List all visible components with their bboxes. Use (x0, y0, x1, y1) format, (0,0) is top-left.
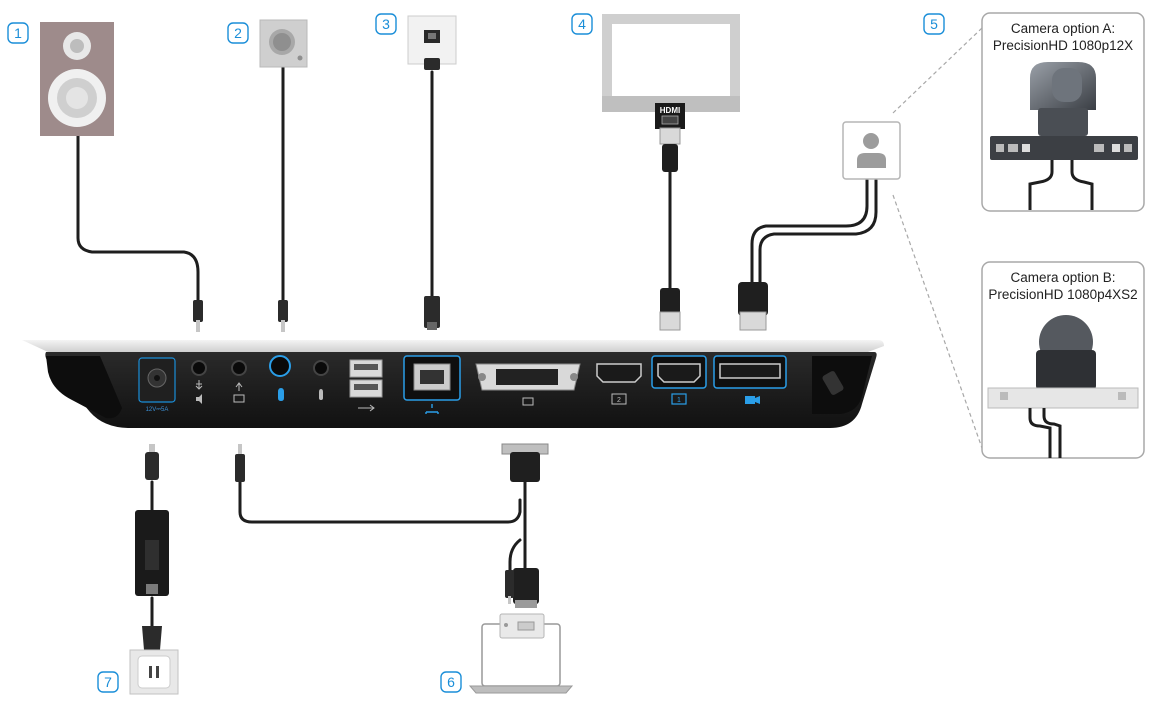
camera-hdmi-plug (738, 282, 768, 331)
pc-audio-jack-plug (235, 444, 245, 482)
power-port[interactable]: 12V⎓5A (138, 357, 176, 413)
laptop-audio-plug (505, 570, 514, 604)
svg-text:7: 7 (104, 674, 112, 690)
monitor-small-icon-2 (611, 393, 627, 405)
svg-text:HDMI: HDMI (660, 106, 680, 115)
callout-6: 6 (440, 671, 462, 693)
monitor-icon (602, 14, 740, 112)
vga-plug (513, 568, 539, 608)
svg-text:1: 1 (14, 25, 22, 41)
audio-out-port[interactable] (191, 360, 207, 404)
power-supply-unit (135, 510, 169, 596)
speaker-cable (76, 130, 200, 302)
camera-port[interactable] (713, 355, 787, 404)
hdmi-out-1-port[interactable]: 1 (651, 355, 707, 405)
callout-3: 3 (375, 13, 397, 35)
svg-text:1: 1 (677, 397, 681, 404)
hdmi-out-2-port[interactable]: 2 (596, 363, 642, 405)
callout-7: 7 (97, 671, 119, 693)
camera-a-icon (990, 62, 1138, 160)
speaker-icon (40, 22, 114, 136)
camera-cable-2 (758, 178, 878, 284)
cables (76, 60, 878, 630)
laptop-audio-cable (508, 538, 522, 574)
security-lock-slot (822, 371, 844, 395)
microphone-small-icon (278, 388, 284, 401)
camera-placeholder-icon (842, 121, 901, 180)
power-plug-to-device (145, 444, 159, 480)
network-icon (425, 404, 439, 414)
ethernet-wall-socket-icon (407, 15, 457, 70)
svg-text:2: 2 (234, 25, 242, 41)
usb-ports[interactable] (349, 359, 383, 412)
svg-text:6: 6 (447, 674, 455, 690)
mic-in-port-2[interactable] (313, 360, 329, 400)
hdmi-label-box: HDMI (655, 103, 685, 129)
svg-text:PrecisionHD 1080p12X: PrecisionHD 1080p12X (993, 38, 1133, 53)
callout-2: 2 (227, 22, 249, 44)
camera-small-icon (745, 396, 755, 404)
camera-cable (750, 178, 869, 284)
svg-text:Camera option B:: Camera option B: (1010, 270, 1115, 285)
mic-in-port[interactable] (269, 355, 291, 401)
camera-b-icon (987, 315, 1139, 409)
callout-leader-lines (892, 27, 983, 449)
hdmi-plug-top (659, 127, 681, 172)
svg-text:3: 3 (382, 16, 390, 32)
camera-option-b-panel: Camera option B: PrecisionHD 1080p4XS2 (981, 261, 1145, 459)
wall-plug (142, 626, 162, 650)
microphone-icon (259, 19, 308, 68)
pc-audio-cable (238, 480, 522, 524)
speaker-jack-plug (193, 300, 203, 332)
hdmi-plug-bottom (659, 288, 681, 331)
speaker-small-icon (196, 394, 202, 404)
mic-jack-plug (278, 300, 288, 332)
svg-text:5: 5 (930, 16, 938, 32)
laptop-small-icon (233, 394, 245, 403)
callout-5: 5 (923, 13, 945, 35)
ethernet-port[interactable] (403, 355, 461, 414)
svg-text:12V⎓5A: 12V⎓5A (146, 407, 169, 413)
monitor-small-icon-1 (671, 393, 687, 405)
usb-icon (358, 404, 375, 412)
ethernet-plug (424, 296, 440, 330)
power-outlet-icon (129, 649, 179, 695)
svg-text:2: 2 (617, 397, 621, 404)
callout-1: 1 (7, 22, 29, 44)
laptop-small-icon-2 (522, 397, 534, 406)
svg-text:PrecisionHD 1080p4XS2: PrecisionHD 1080p4XS2 (988, 287, 1137, 302)
svg-text:Camera option A:: Camera option A: (1011, 21, 1115, 36)
dvi-port[interactable] (475, 363, 581, 406)
callout-4: 4 (571, 13, 593, 35)
laptop-icon (468, 613, 574, 694)
camera-option-a-panel: Camera option A: PrecisionHD 1080p12X (981, 12, 1145, 212)
pc-audio-in-port[interactable] (231, 360, 247, 403)
dvi-plug (501, 443, 549, 482)
svg-text:4: 4 (578, 16, 586, 32)
